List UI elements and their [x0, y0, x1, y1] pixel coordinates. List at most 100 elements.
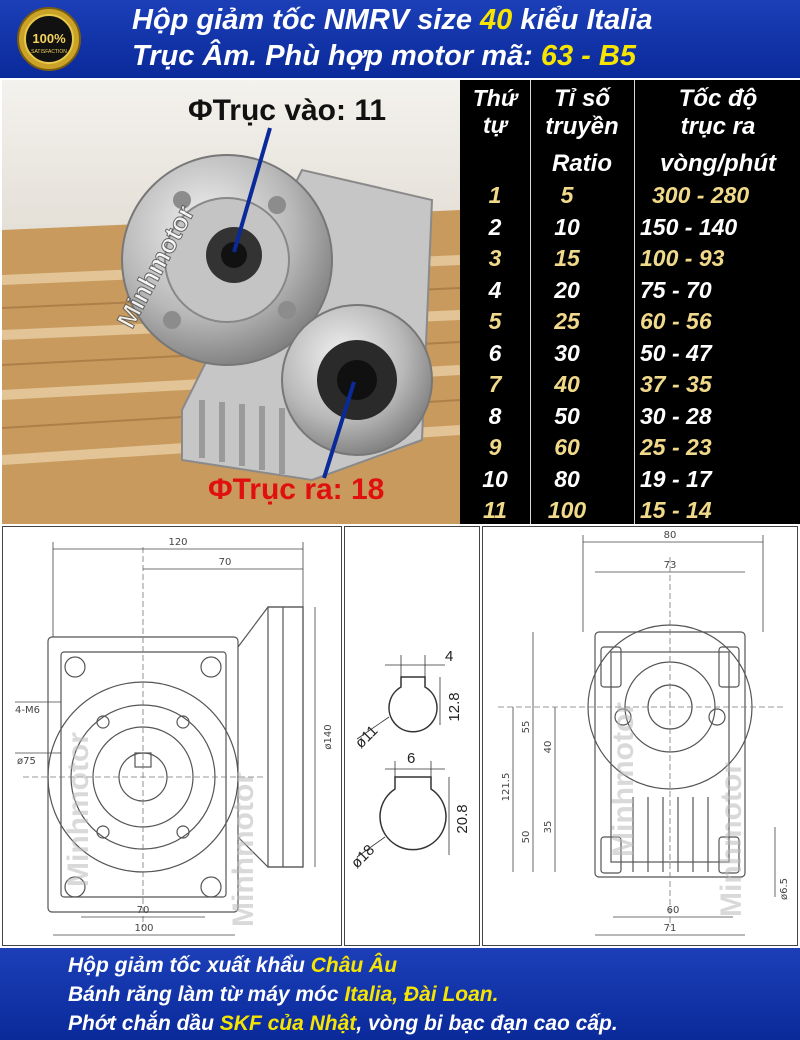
footer-line-2: Bánh răng làm từ máy móc Italia, Đài Loa… — [68, 983, 498, 1007]
side-watermark: Minhmotor — [607, 702, 640, 857]
shaft-keyway-drawing: 4 12.8 ø11 6 20.8 ø18 — [344, 526, 480, 946]
header-speed-b: trục ra — [680, 113, 756, 140]
table-divider — [634, 80, 635, 524]
badge-text: 100% — [32, 31, 66, 46]
dim-121-5: 121.5 — [501, 773, 512, 802]
row-ratio: 50 — [554, 402, 580, 429]
row-index: 1 — [488, 182, 502, 208]
badge-subtext: SATISFACTION — [31, 49, 67, 55]
header-line1-suffix: kiểu Italia — [512, 4, 653, 36]
row-ratio: 25 — [554, 308, 580, 334]
row-ratio: 5 — [560, 182, 574, 208]
row-speed: 15 - 14 — [640, 497, 712, 523]
input-shaft-label: ΦTrục vào: 11 — [188, 94, 387, 127]
table-row: 7 40 37 - 35 — [460, 369, 800, 400]
row-ratio: 30 — [554, 339, 580, 366]
ratio-table: Thứ tự Tỉ số truyền Ratio Tốc độ trục ra… — [460, 80, 800, 524]
footer-line-1: Hộp giảm tốc xuất khẩu Châu Âu — [68, 954, 397, 978]
row-ratio: 10 — [554, 213, 580, 240]
front-watermark-2: Minhmotor — [227, 772, 260, 927]
row-speed: 30 - 28 — [640, 402, 712, 429]
row-speed: 25 - 23 — [640, 434, 712, 460]
row-index: 6 — [488, 339, 502, 366]
row-index: 3 — [488, 245, 502, 271]
row-speed: 150 - 140 — [640, 213, 738, 240]
row-ratio: 80 — [554, 465, 580, 492]
row-index: 10 — [482, 465, 508, 492]
row-index: 9 — [488, 434, 502, 460]
side-view-drawing: 80 73 55 40 121.5 35 50 ø6.5 60 71 Minhm… — [482, 526, 798, 946]
row-speed: 75 - 70 — [640, 276, 712, 303]
table-row: 10 80 19 - 17 — [460, 464, 800, 495]
row-ratio: 40 — [554, 371, 580, 397]
table-row: 8 50 30 - 28 — [460, 401, 800, 432]
dim-70-top: 70 — [219, 557, 232, 568]
table-divider — [530, 80, 531, 524]
footer-line3-prefix: Phớt chắn dầu — [68, 1012, 220, 1035]
header-ratio-b: truyền — [545, 113, 619, 140]
row-speed: 19 - 17 — [640, 465, 712, 492]
dim-4m6: 4-M6 — [15, 705, 40, 716]
header-line-2: Trục Âm. Phù hợp motor mã: 63 - B5 — [132, 40, 636, 73]
dim-12-8: 12.8 — [446, 692, 463, 721]
footer-line3-highlight: SKF của Nhật — [219, 1012, 357, 1035]
header-banner: 100% SATISFACTION Hộp giảm tốc NMRV size… — [0, 0, 800, 78]
dim-60: 60 — [667, 905, 680, 916]
row-ratio: 15 — [554, 245, 580, 271]
row-ratio: 20 — [554, 276, 580, 303]
row-speed: 100 - 93 — [640, 245, 725, 271]
footer-line1-highlight: Châu Âu — [310, 954, 398, 977]
dim-d11: ø11 — [352, 722, 382, 752]
dim-140: ø140 — [323, 724, 334, 749]
row-speed: 37 - 35 — [640, 371, 712, 397]
dim-20-8: 20.8 — [454, 804, 471, 833]
satisfaction-badge-icon: 100% SATISFACTION — [16, 6, 82, 72]
header-ratio-c: Ratio — [552, 150, 612, 177]
dim-55: 55 — [521, 721, 532, 734]
dim-d6-5: ø6.5 — [779, 878, 790, 900]
table-row: 5 25 60 - 56 — [460, 306, 800, 337]
row-ratio: 100 — [547, 497, 587, 523]
header-line1-prefix: Hộp giảm tốc NMRV size — [132, 4, 481, 36]
dim-key-6: 6 — [407, 750, 415, 767]
table-row: 3 15 100 - 93 — [460, 243, 800, 274]
dim-70-bottom: 70 — [137, 905, 150, 916]
row-index: 8 — [488, 402, 502, 429]
motor-code: 63 - B5 — [540, 40, 636, 72]
row-index: 7 — [488, 371, 502, 397]
table-row: 11 100 15 - 14 — [460, 495, 800, 526]
row-index: 2 — [488, 213, 502, 240]
dim-100: 100 — [134, 923, 153, 934]
row-index: 11 — [483, 497, 507, 523]
front-watermark: Minhmotor — [62, 732, 95, 887]
row-index: 4 — [488, 276, 502, 303]
footer-line3-suffix: , vòng bi bạc đạn cao cấp. — [356, 1012, 618, 1035]
gearbox-photo: Minhmotor ΦTrục vào: 11 ΦTrục ra: 18 — [2, 80, 460, 524]
header-speed-c: vòng/phút — [660, 150, 776, 177]
dim-80: 80 — [664, 530, 677, 541]
row-speed: 60 - 56 — [640, 308, 712, 334]
header-line2-prefix: Trục Âm. Phù hợp motor mã: — [132, 40, 541, 72]
row-index: 5 — [488, 308, 502, 334]
output-shaft-label: ΦTrục ra: 18 — [208, 473, 385, 506]
row-ratio: 60 — [554, 434, 580, 460]
footer-banner: Hộp giảm tốc xuất khẩu Châu Âu Bánh răng… — [0, 948, 800, 1040]
dim-73: 73 — [664, 560, 677, 571]
dim-120: 120 — [168, 537, 187, 548]
footer-line2-prefix: Bánh răng làm từ máy móc — [68, 983, 345, 1006]
row-speed: 300 - 280 — [652, 182, 750, 208]
header-line-1: Hộp giảm tốc NMRV size 40 kiểu Italia — [132, 4, 653, 37]
footer-line1-prefix: Hộp giảm tốc xuất khẩu — [68, 954, 311, 977]
dim-35: 35 — [543, 821, 554, 834]
dim-40: 40 — [543, 741, 554, 754]
table-row: 4 20 75 - 70 — [460, 275, 800, 306]
header-index: Thứ tự — [472, 85, 518, 138]
dim-key-4: 4 — [445, 648, 453, 665]
table-row: 9 60 25 - 23 — [460, 432, 800, 463]
table-row: 1 5 300 - 280 — [460, 180, 800, 211]
dim-d18: ø18 — [348, 842, 378, 872]
dim-75: ø75 — [17, 756, 36, 767]
front-view-drawing: 120 70 ø140 4-M6 ø75 70 100 Minhmotor Mi… — [2, 526, 342, 946]
header-ratio-a: Tỉ số — [553, 85, 610, 112]
